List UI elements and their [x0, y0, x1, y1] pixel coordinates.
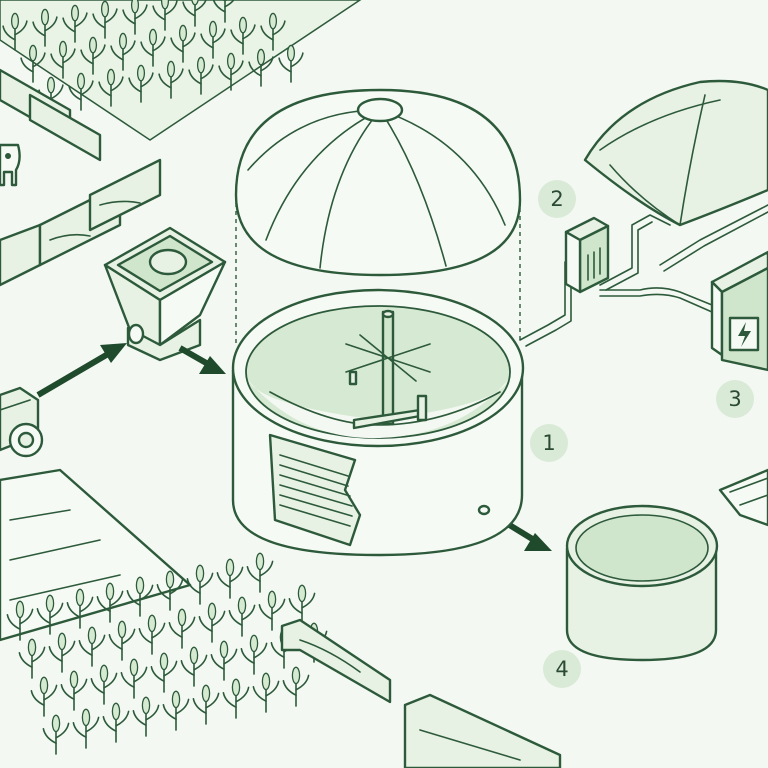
corn-plant: [48, 632, 76, 673]
land-plot-left: [0, 468, 192, 642]
corn-plant: [152, 0, 178, 31]
corn-plant: [110, 32, 136, 71]
corn-plant: [132, 696, 160, 737]
corn-plant: [158, 60, 184, 99]
digester-tank: [231, 288, 525, 557]
corn-plant: [246, 552, 274, 593]
corn-plant: [162, 690, 190, 731]
corn-plant: [258, 590, 286, 631]
walls-bottom: [280, 618, 562, 768]
step-marker-digestate-tank: 4: [543, 650, 581, 688]
lightning-bolt-icon: [738, 322, 751, 347]
corn-plant: [228, 596, 256, 637]
corn-plant: [240, 634, 268, 675]
gas-dome: [234, 88, 522, 345]
cow: [0, 143, 21, 187]
gas-pipes: [519, 204, 768, 347]
corn-plant: [30, 676, 58, 717]
land-plot-right: [718, 468, 768, 527]
gas-treatment-unit: [564, 216, 610, 294]
step-marker-gas-treatment: 2: [538, 180, 576, 218]
corn-plant: [90, 664, 118, 705]
flow-arrows: [36, 343, 552, 551]
corn-plant: [282, 666, 310, 707]
tractor: [0, 386, 44, 458]
corn-plant: [212, 0, 235, 23]
corn-plant: [108, 620, 136, 661]
power-unit: [710, 250, 768, 372]
corn-field-top: [0, 0, 362, 141]
corn-plant: [260, 12, 286, 51]
corn-plant: [188, 56, 214, 95]
corn-plant: [200, 20, 226, 59]
arrow-tractor-to-hopper: [36, 343, 127, 398]
corn-plant: [288, 584, 316, 625]
corn-plant: [222, 678, 250, 719]
corn-plant: [180, 646, 208, 687]
corn-plant: [2, 12, 28, 51]
corn-plant: [20, 44, 46, 83]
corn-plant: [156, 570, 184, 611]
corn-plant: [18, 638, 46, 679]
corn-plant: [62, 4, 88, 43]
corn-plant: [102, 702, 130, 743]
corn-plant: [78, 626, 106, 667]
corn-plant: [6, 600, 34, 641]
corn-plant: [120, 658, 148, 699]
corn-plant: [168, 608, 196, 649]
corn-plant: [248, 48, 274, 87]
corn-plant: [170, 24, 196, 63]
corn-plant: [278, 44, 304, 83]
corn-plant: [66, 588, 94, 629]
corn-plant: [252, 672, 280, 713]
corn-plant: [72, 708, 100, 749]
corn-plant: [80, 36, 106, 75]
corn-plant: [32, 8, 58, 47]
arrow-hopper-to-digester: [178, 345, 226, 374]
corn-plant: [50, 40, 76, 79]
feed-hopper: [103, 226, 227, 362]
corn-plant: [98, 68, 124, 107]
corn-plant: [96, 582, 124, 623]
corn-plant: [36, 594, 64, 635]
step-marker-digester: 1: [530, 424, 568, 462]
corn-plant: [216, 558, 244, 599]
corn-plant: [68, 72, 94, 111]
corn-plant: [192, 684, 220, 725]
hay-bales-left: [0, 68, 162, 287]
corn-plant: [230, 16, 256, 55]
corn-plant: [210, 640, 238, 681]
corn-plant: [218, 52, 244, 91]
corn-plant: [42, 714, 70, 755]
corn-plant: [182, 0, 207, 27]
corn-plant: [92, 0, 118, 39]
corn-plant: [140, 28, 166, 67]
corn-plant: [128, 64, 154, 103]
gas-storage-bag: [583, 79, 768, 227]
corn-plant: [150, 652, 178, 693]
corn-plant: [122, 0, 148, 35]
corn-plant: [186, 564, 214, 605]
step-marker-power-unit: 3: [716, 380, 754, 418]
corn-plant: [138, 614, 166, 655]
corn-plant: [126, 576, 154, 617]
corn-plant: [60, 670, 88, 711]
digestate-storage-tank: [565, 504, 719, 662]
corn-plant: [198, 602, 226, 643]
